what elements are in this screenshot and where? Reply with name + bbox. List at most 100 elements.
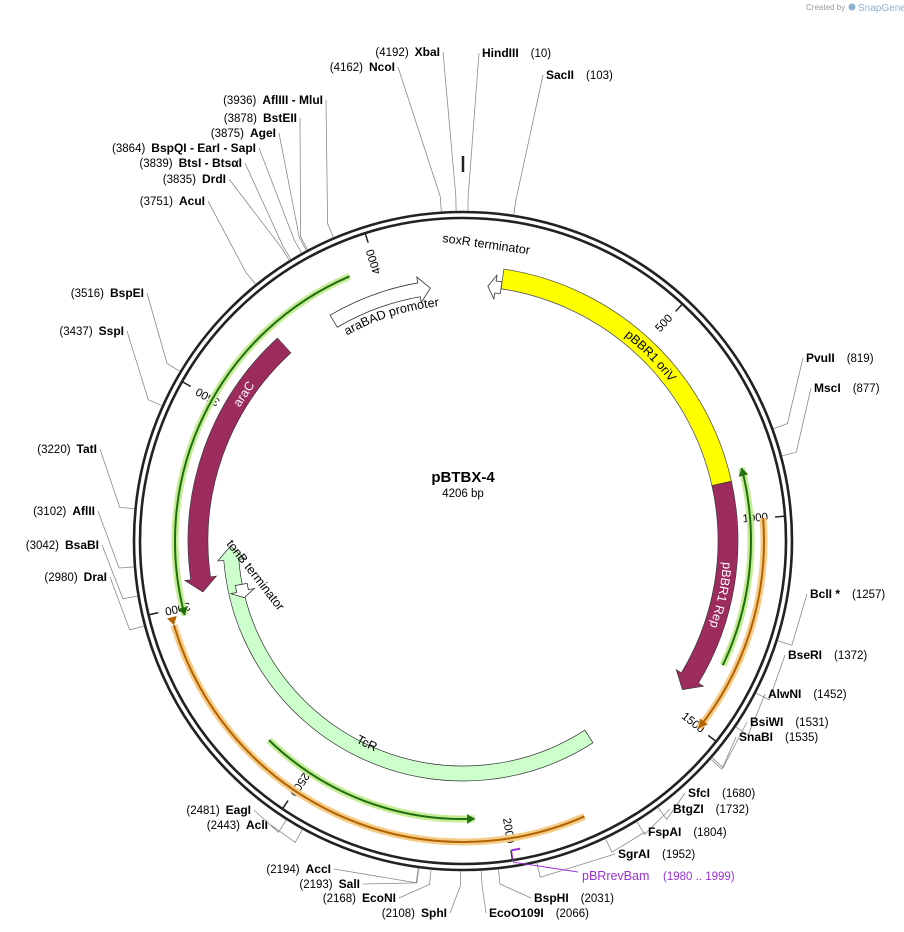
site-name: SphI: [421, 906, 447, 920]
restriction-site[interactable]: DrdI(3835): [163, 172, 290, 261]
restriction-site[interactable]: XbaI (4192): [375, 45, 457, 212]
site-position: (819): [847, 353, 874, 365]
tick-mark: [510, 850, 514, 861]
site-name: AflIII - MluI: [262, 93, 323, 107]
restriction-site[interactable]: BspHI(2031): [498, 869, 614, 905]
site-position: (2066): [556, 908, 589, 920]
tick-mark: [364, 232, 369, 243]
site-position: (4192): [375, 47, 408, 59]
site-position: (3864): [112, 143, 145, 155]
restriction-site[interactable]: BtsI - BtsαI (3839): [139, 156, 292, 260]
site-position: (10): [531, 48, 552, 60]
site-name: EcoNI: [362, 891, 396, 905]
restriction-site[interactable]: BseRI (1372): [755, 648, 868, 701]
site-position: (103): [586, 70, 613, 82]
snapgene-logo-icon: [848, 3, 856, 11]
site-name: XbaI: [415, 45, 440, 59]
restriction-site[interactable]: SacII(103): [513, 68, 613, 215]
site-name: PvuII: [806, 351, 835, 365]
site-position: (2194): [266, 864, 299, 876]
tick-label: 500: [653, 312, 675, 334]
restriction-site[interactable]: AgeI(3875): [211, 126, 307, 251]
restriction-site[interactable]: BsiWI(1531): [711, 715, 829, 769]
tick-mark: [675, 303, 683, 312]
site-name: SalI: [339, 877, 360, 891]
site-name: NcoI: [369, 60, 395, 74]
site-name: MscI: [814, 381, 841, 395]
restriction-site[interactable]: SfcI(1680): [657, 786, 756, 821]
restriction-site[interactable]: BspEI(3516): [71, 286, 181, 372]
site-position: (3835): [163, 174, 196, 186]
credit-brand: SnapGene: [858, 3, 904, 14]
restriction-site[interactable]: EcoO109I (2066): [480, 870, 589, 921]
restriction-site[interactable]: AflII(3102): [33, 504, 135, 569]
restriction-site[interactable]: FspAI(1804): [605, 825, 727, 853]
tick-mark: [181, 380, 192, 388]
feature-pbbr1-oriv: [500, 268, 732, 487]
restriction-sites: HindIII(10)SacII(103) PvuII (819) MscI(877)…: [26, 45, 886, 920]
restriction-site[interactable]: AccI (2194): [266, 862, 419, 884]
site-name: AcuI: [179, 194, 205, 208]
primer-name: pBRrevBam: [582, 869, 649, 883]
restriction-site[interactable]: SgrAI(1952): [536, 847, 696, 878]
restriction-site[interactable]: HindIII(10): [467, 46, 552, 212]
site-position: (3220): [37, 444, 70, 456]
site-name: SfcI: [688, 786, 710, 800]
tick-mark: [148, 611, 159, 616]
orf-green-rep: [719, 467, 755, 667]
restriction-site[interactable]: BspQI - EarI - SapI (3864): [112, 141, 302, 254]
site-name: BtsI - BtsαI: [179, 156, 242, 170]
tick-mark: [775, 515, 786, 518]
restriction-site[interactable]: SspI(3437): [59, 324, 163, 407]
site-position: (1804): [693, 827, 726, 839]
site-name: EagI: [226, 803, 251, 817]
restriction-site[interactable]: EcoNI (2168): [323, 869, 432, 905]
site-name: SspI: [99, 324, 124, 338]
site-name: EcoO109I: [489, 906, 544, 920]
restriction-site[interactable]: BsaBI(3042): [26, 538, 138, 600]
site-name: BtgZI: [673, 802, 704, 816]
plasmid-name: pBTBX-4: [431, 469, 495, 486]
restriction-site[interactable]: BstEII(3878): [224, 111, 309, 250]
restriction-site[interactable]: AflIII - MluI(3936): [223, 93, 334, 238]
restriction-site[interactable]: SalI(2193): [299, 867, 420, 891]
restriction-site[interactable]: AclI(2443): [207, 818, 303, 843]
site-position: (1531): [795, 717, 828, 729]
site-name: BseRI: [788, 648, 822, 662]
label-pbbr1-oriv: pBBR1 oriV: [622, 327, 679, 384]
site-position: (3839): [139, 158, 172, 170]
restriction-site[interactable]: BtgZI (1732): [636, 802, 749, 836]
site-position: (2031): [581, 893, 614, 905]
tick-label: 4000: [365, 248, 384, 276]
site-name: TatI: [77, 442, 97, 456]
feature-tcr: [216, 545, 594, 782]
tick-mark: [281, 800, 289, 810]
site-name: AccI: [306, 862, 331, 876]
restriction-site[interactable]: BclI *(1257): [777, 587, 886, 646]
site-position: (1372): [834, 650, 867, 662]
site-position: (2980): [44, 572, 77, 584]
restriction-site[interactable]: NcoI(4162): [330, 60, 442, 212]
site-name: AflII: [72, 504, 95, 518]
backbone-outer-ring: [132, 210, 794, 872]
site-position: (1535): [785, 732, 818, 744]
site-position: (3751): [140, 196, 173, 208]
restriction-site[interactable]: SnaBI(1535): [710, 730, 819, 770]
site-name: SgrAI: [618, 847, 650, 861]
restriction-site[interactable]: EagI(2481): [186, 803, 287, 834]
site-position: (1732): [716, 804, 749, 816]
site-name: BstEII: [263, 111, 297, 125]
restriction-site[interactable]: AcuI (3751): [140, 194, 256, 285]
restriction-site[interactable]: TatI (3220): [37, 442, 135, 510]
orf-orange-rep: [696, 517, 768, 731]
restriction-site[interactable]: AlwNI(1452): [735, 687, 847, 736]
restriction-site[interactable]: PvuII (819): [773, 351, 874, 430]
restriction-site[interactable]: DraI(2980): [44, 570, 145, 631]
restriction-site[interactable]: MscI(877): [781, 381, 880, 457]
site-position: (2168): [323, 893, 356, 905]
site-name: BspQI - EarI - SapI: [151, 141, 256, 155]
restriction-site[interactable]: SphI(2108): [382, 870, 461, 920]
site-name: BclI *: [810, 587, 840, 601]
